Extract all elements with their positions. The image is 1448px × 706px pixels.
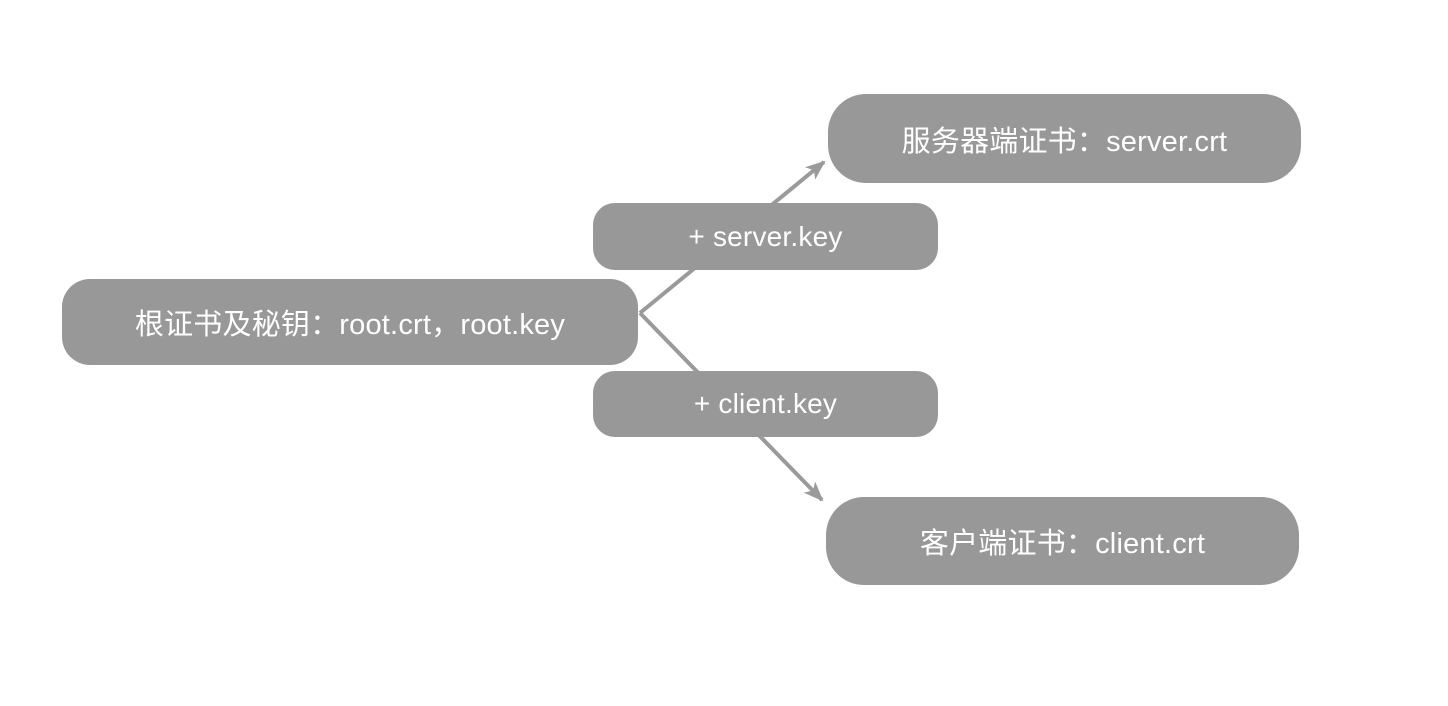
node-server-cert: 服务器端证书：server.crt	[828, 94, 1301, 183]
node-root-cert: 根证书及秘钥：root.crt，root.key	[62, 279, 638, 365]
node-plus-server-key: + server.key	[593, 203, 938, 270]
node-client-cert: 客户端证书：client.crt	[826, 497, 1299, 585]
node-plus-client-key: + client.key	[593, 371, 938, 437]
